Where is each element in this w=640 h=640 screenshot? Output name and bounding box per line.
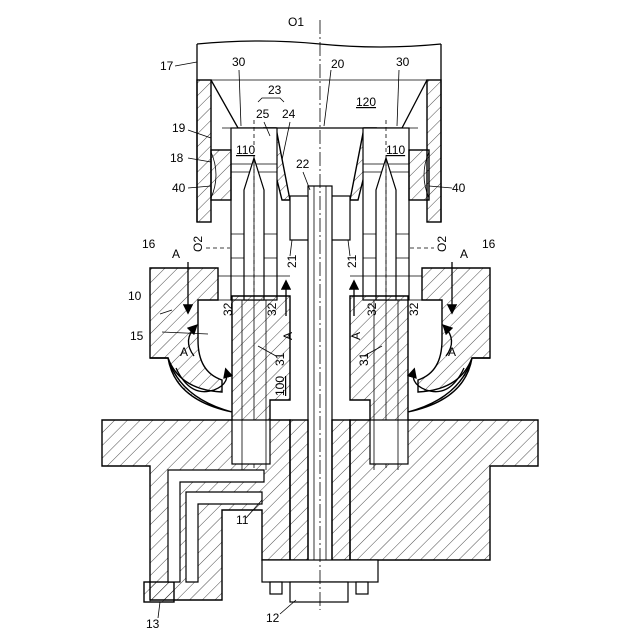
label-12: 12: [266, 611, 280, 625]
label-40-left: 40: [172, 181, 186, 195]
label-24: 24: [282, 107, 296, 121]
label-16-right: 16: [482, 237, 496, 251]
label-o2-right: O2: [435, 236, 449, 252]
label-32-c: 32: [365, 302, 379, 316]
label-a-top-left: A: [172, 247, 180, 261]
label-25: 25: [256, 107, 270, 121]
label-32-a: 32: [221, 302, 235, 316]
label-100: 100: [273, 376, 287, 396]
label-19: 19: [172, 121, 186, 135]
label-a-top-right: A: [460, 247, 468, 261]
label-17: 17: [160, 59, 174, 73]
label-a-mid-left: A: [281, 332, 295, 340]
label-110-right: 110: [386, 143, 405, 157]
label-21-left: 21: [285, 254, 299, 268]
label-11: 11: [236, 513, 249, 527]
label-13: 13: [146, 617, 160, 631]
label-16-left: 16: [142, 237, 156, 251]
label-31-right: 31: [357, 352, 371, 366]
label-23: 23: [268, 83, 282, 97]
label-a-low-right: A: [448, 345, 456, 359]
label-120: 120: [356, 95, 376, 109]
label-o2-left: O2: [191, 236, 205, 252]
label-31-left: 31: [273, 352, 287, 366]
label-18: 18: [170, 151, 184, 165]
label-10: 10: [128, 289, 142, 303]
label-20: 20: [331, 57, 345, 71]
label-110-left: 110: [236, 143, 255, 157]
label-a-low-left: A: [180, 345, 188, 359]
label-30-left: 30: [232, 55, 246, 69]
label-21-right: 21: [345, 254, 359, 268]
label-22: 22: [296, 157, 310, 171]
label-32-b: 32: [265, 302, 279, 316]
label-o1: O1: [288, 15, 304, 29]
label-40-right: 40: [452, 181, 466, 195]
label-15: 15: [130, 329, 144, 343]
label-30-right: 30: [396, 55, 410, 69]
label-32-d: 32: [407, 302, 421, 316]
label-a-mid-right: A: [349, 332, 363, 340]
